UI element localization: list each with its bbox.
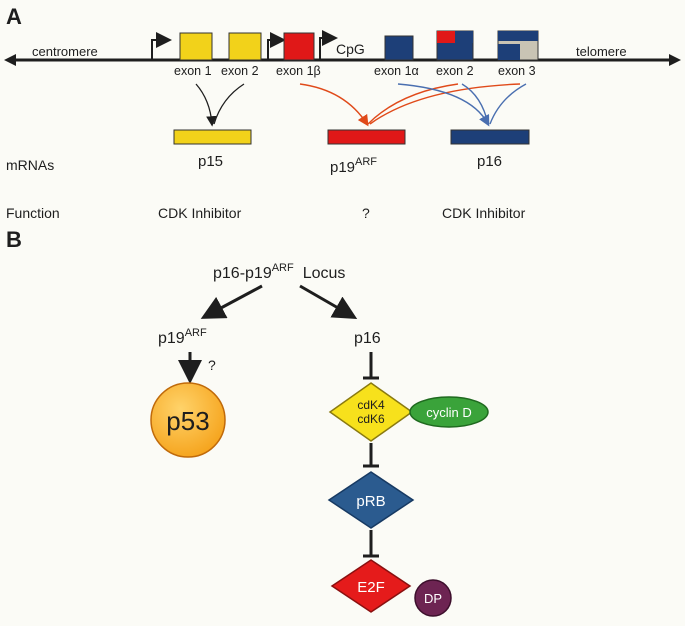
mrna-bar-p15 — [173, 129, 252, 145]
promoter-arrow-arf-icon — [267, 32, 286, 60]
dp-label: DP — [424, 591, 442, 606]
dp-node — [414, 579, 452, 617]
arrow-to-arf — [200, 284, 263, 319]
cyclin-d-node — [409, 396, 489, 428]
p53-label: p53 — [166, 406, 209, 436]
exon-1b-box — [283, 32, 315, 61]
exon-2-box — [228, 32, 262, 61]
function-row-label: Function — [6, 205, 60, 221]
prb-node — [327, 471, 415, 529]
locus-title-sup: ARF — [272, 262, 294, 274]
p53-node — [150, 382, 226, 458]
mrna-name-p19arf: p19ARF — [330, 156, 377, 176]
cyclin-d-label: cyclin D — [426, 405, 472, 420]
mrna-name-p15: p15 — [198, 153, 223, 170]
mrna-bar-p19arf — [327, 129, 406, 145]
cpg-label: CpG — [336, 41, 365, 57]
arrow-to-p16 — [299, 284, 358, 319]
arf-question-mark: ? — [208, 357, 216, 373]
function-p19arf: ? — [362, 205, 370, 221]
telomere-label: telomere — [576, 44, 627, 59]
cdk-node — [328, 382, 414, 442]
exon-label: exon 1β — [276, 64, 321, 78]
exon-label: exon 1α — [374, 64, 419, 78]
locus-title-main: p16-p19 — [213, 265, 272, 282]
exon-1-box — [179, 32, 213, 61]
promoter-arrow-cpg-icon — [319, 30, 338, 60]
splice-arrow-p15-a — [195, 83, 217, 127]
exon-label: exon 3 — [498, 64, 536, 78]
function-p15: CDK Inhibitor — [158, 205, 242, 221]
centromere-label: centromere — [32, 44, 98, 59]
mrna-name-p19arf-main: p19 — [330, 159, 355, 176]
panel-a-label: A — [6, 4, 22, 29]
arf-node-main: p19 — [158, 330, 185, 347]
exon-label: exon 1 — [174, 64, 212, 78]
exon-label: exon 2 — [436, 64, 474, 78]
mrna-name-p19arf-sup: ARF — [355, 156, 377, 168]
locus-title: p16-p19ARF Locus — [213, 262, 345, 282]
mrnas-row-label: mRNAs — [6, 157, 54, 173]
promoter-arrow-p15-icon — [151, 32, 172, 60]
exon-label: exon 2 — [221, 64, 259, 78]
locus-title-tail: Locus — [303, 265, 346, 282]
mrna-bar-p16 — [450, 129, 530, 145]
splice-arrow-p16-c — [489, 83, 527, 125]
function-p16: CDK Inhibitor — [442, 205, 526, 221]
e2f-node — [330, 559, 412, 613]
arf-node-sup: ARF — [185, 327, 207, 339]
splice-arrow-p15-b — [213, 83, 245, 125]
cdk4-label: cdK4 — [357, 398, 385, 412]
exon-2-shared-box — [436, 30, 474, 61]
arf-node-label: p19ARF — [158, 327, 207, 347]
p16-node-label: p16 — [354, 330, 381, 347]
splice-arrow-arf-b — [367, 83, 459, 125]
splice-arrow-p16-a — [397, 83, 490, 127]
panel-b-label: B — [6, 227, 22, 252]
splice-arrow-arf-a — [299, 83, 369, 127]
e2f-label: E2F — [357, 579, 385, 596]
exon-1a-box — [384, 35, 414, 61]
cdk6-label: cdK6 — [357, 412, 385, 426]
splice-arrow-arf-c — [369, 83, 521, 125]
right-arrowhead-icon — [669, 54, 681, 66]
mrna-name-p16: p16 — [477, 153, 502, 170]
left-arrowhead-icon — [4, 54, 16, 66]
splice-arrow-p16-b — [461, 83, 489, 125]
exon-3-shared-box — [497, 30, 539, 61]
prb-label: pRB — [356, 493, 385, 510]
